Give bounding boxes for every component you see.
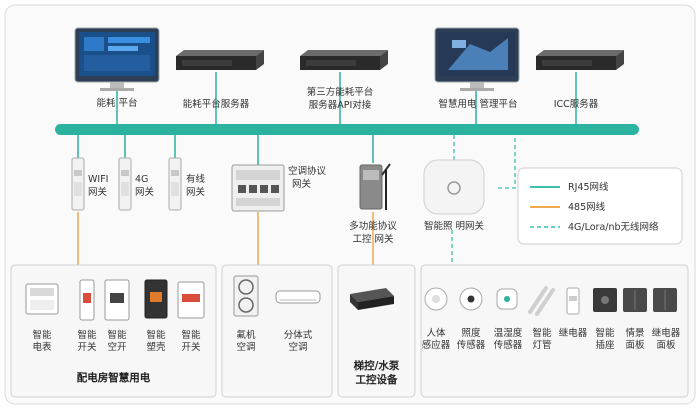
dev-mccb-2: 塑壳 bbox=[146, 342, 166, 353]
dev-meter-2: 电表 bbox=[32, 342, 52, 353]
label-energy-platform: 能耗 平台 bbox=[96, 98, 138, 109]
label-lighting-gateway: 智能照 明网关 bbox=[423, 221, 485, 232]
smart-breaker-icon bbox=[104, 279, 130, 321]
illuminance-sensor-icon bbox=[459, 287, 483, 311]
industrial-gateway-icon bbox=[359, 163, 391, 210]
ac-protocol-gateway-icon bbox=[231, 164, 285, 212]
label-wired-1: 有线 bbox=[186, 174, 206, 185]
dev-tube-2: 灯管 bbox=[532, 340, 552, 351]
dev-scene-1: 情景 bbox=[625, 328, 645, 339]
rj45-main-bus bbox=[55, 124, 639, 135]
wired-gateway-icon bbox=[168, 157, 182, 211]
pir-sensor-icon bbox=[424, 287, 448, 311]
dev-relay-1: 继电器 bbox=[558, 328, 588, 339]
dev-switch2-2: 开关 bbox=[181, 342, 201, 353]
panel-pump-title-1: 梯控/水泵 bbox=[353, 360, 400, 372]
label-4g-2: 网关 bbox=[135, 187, 155, 198]
label-wired-2: 网关 bbox=[186, 187, 206, 198]
icc-server-icon bbox=[536, 50, 624, 70]
dev-tube-1: 智能 bbox=[532, 328, 552, 339]
dev-split-1: 分体式 bbox=[283, 330, 313, 341]
smart-meter-icon bbox=[25, 283, 59, 315]
dev-pir-1: 人体 bbox=[426, 328, 446, 339]
panel-pump-title-2: 工控设备 bbox=[355, 374, 398, 386]
dev-relaypanel-2: 面板 bbox=[656, 340, 676, 351]
label-third-party-2: 服务器API对接 bbox=[308, 100, 372, 111]
smart-socket-icon bbox=[593, 288, 617, 312]
dev-breaker-2: 空开 bbox=[107, 342, 127, 353]
panel-left-title: 配电房智慧用电 bbox=[76, 372, 151, 384]
dev-lux-2: 传感器 bbox=[456, 340, 486, 351]
energy-server-icon bbox=[176, 50, 264, 70]
legend-485-label: 485网线 bbox=[568, 202, 606, 213]
scene-panel-icon bbox=[623, 288, 647, 312]
dev-lux-1: 照度 bbox=[461, 328, 481, 339]
dev-relaypanel-1: 继电器 bbox=[651, 328, 681, 339]
dev-scene-2: 面板 bbox=[625, 340, 645, 351]
dev-th-2: 传感器 bbox=[493, 340, 523, 351]
temp-humidity-sensor-icon bbox=[496, 288, 518, 310]
split-ac-icon bbox=[275, 290, 321, 304]
line-485-connections bbox=[77, 212, 374, 265]
label-wifi-1: WIFI bbox=[88, 174, 109, 185]
label-energy-server: 能耗平台服务器 bbox=[182, 99, 250, 110]
dev-pir-2: 感应器 bbox=[421, 340, 451, 351]
dev-switch-2: 开关 bbox=[77, 342, 97, 353]
smart-switch-2-icon bbox=[177, 281, 205, 319]
lighting-gateway-icon bbox=[423, 159, 485, 215]
top-connectors bbox=[116, 72, 577, 124]
dev-vrf-2: 空调 bbox=[236, 342, 256, 353]
label-wifi-2: 网关 bbox=[88, 187, 108, 198]
smart-mccb-icon bbox=[144, 279, 168, 319]
label-ac-gateway-1: 空调协议 bbox=[288, 166, 327, 177]
vrf-ac-unit-icon bbox=[233, 275, 259, 317]
label-multi-gateway-1: 多功能协议 bbox=[349, 221, 397, 232]
industrial-controller-icon bbox=[350, 288, 394, 310]
energy-platform-monitor-icon bbox=[74, 27, 160, 91]
smart-tube-light-icon bbox=[528, 286, 555, 316]
label-ac-gateway-2: 网关 bbox=[292, 179, 312, 190]
bus-gateway-connectors bbox=[77, 135, 374, 165]
smart-platform-monitor-icon bbox=[434, 27, 520, 91]
dev-vrf-1: 氟机 bbox=[236, 330, 256, 341]
dev-switch2-1: 智能 bbox=[181, 330, 201, 341]
label-icc-server: ICC服务器 bbox=[553, 99, 599, 110]
label-third-party-1: 第三方能耗平台 bbox=[306, 87, 374, 98]
dev-breaker-1: 智能 bbox=[107, 330, 127, 341]
dev-th-1: 温湿度 bbox=[493, 328, 523, 339]
label-4g-1: 4G bbox=[135, 174, 149, 185]
relay-icon bbox=[566, 287, 580, 315]
third-party-server-icon bbox=[300, 50, 388, 70]
relay-panel-icon bbox=[653, 288, 677, 312]
label-multi-gateway-2: 工控 网关 bbox=[352, 234, 394, 245]
label-smart-platform: 智慧用电 管理平台 bbox=[438, 99, 518, 110]
dev-switch-1: 智能 bbox=[77, 330, 97, 341]
wireless-dashed-lines bbox=[451, 135, 516, 265]
dev-socket-2: 插座 bbox=[595, 340, 615, 351]
panel-smart-lighting bbox=[420, 264, 689, 398]
wifi-gateway-icon bbox=[71, 157, 85, 211]
dev-split-2: 空调 bbox=[288, 342, 308, 353]
dev-mccb-1: 智能 bbox=[146, 330, 166, 341]
smart-switch-icon bbox=[79, 279, 95, 321]
legend-rj45-label: RJ45网线 bbox=[568, 182, 609, 193]
dev-socket-1: 智能 bbox=[595, 328, 615, 339]
4g-gateway-icon bbox=[118, 157, 132, 211]
dev-meter-1: 智能 bbox=[32, 330, 52, 341]
legend-wireless-label: 4G/Lora/nb无线网络 bbox=[568, 222, 659, 233]
